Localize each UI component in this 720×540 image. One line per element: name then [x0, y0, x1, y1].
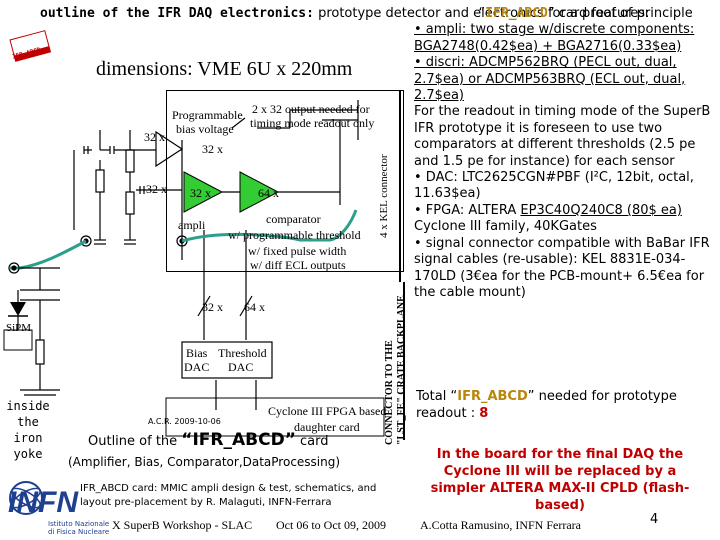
slide-title: outline of the IFR DAQ electronics: prot…: [40, 6, 693, 21]
feature-timing-note: For the readout in timing mode of the Su…: [414, 104, 711, 169]
threshold-dac-label-2: DAC: [228, 360, 254, 374]
features-header: “IFR_ABCD” card features:: [478, 6, 650, 21]
feature-fpga: • FPGA: ALTERA EP3C40Q240C8 (80$ ea) Cyc…: [414, 202, 682, 235]
final-board-note: In the board for the final DAQ the Cyclo…: [430, 447, 690, 513]
inside-iron-yoke-label: inside the iron yoke: [6, 399, 50, 461]
bias-dac-label-2: DAC: [184, 360, 210, 374]
crate-backplane-label: CONNECTOR TO THE "LST_FE" CRATE BACKPLAN…: [384, 295, 407, 445]
footer-author: A.Cotta Ramusino, INFN Ferrara: [420, 518, 581, 532]
fpga-label-2: daughter card: [294, 420, 360, 434]
feature-discri: • discri: ADCMP562BRQ (PECL out, dual, 2…: [414, 55, 686, 104]
card-sticker-icon: [9, 30, 52, 62]
bias-regulator-shape: [155, 130, 184, 168]
dimensions-text: dimensions: VME 6U x 220mm: [96, 58, 353, 80]
sipm-label: SiPM: [6, 322, 32, 334]
comparator-label-2: w/ programmable threshold: [228, 228, 361, 242]
acr-date: A.C.R. 2009-10-06: [148, 417, 221, 426]
comparator-label-4: w/ diff ECL outputs: [250, 258, 346, 272]
fpga-label-1: Cyclone III FPGA based: [268, 404, 387, 418]
infn-logo: [9, 481, 43, 515]
title-bold: outline of the IFR DAQ electronics:: [40, 6, 314, 21]
infn-logo-text: INFN: [8, 486, 78, 519]
feature-ampli: • ampli: two stage w/discrete components…: [414, 22, 695, 54]
comparator-label-3: w/ fixed pulse width: [248, 244, 347, 258]
programmable-label: Programmable: [172, 108, 243, 122]
bias-voltage-label: bias voltage: [176, 122, 234, 136]
feature-connector: • signal connector compatible with BaBar…: [414, 235, 710, 300]
threshold-dac-label-1: Threshold: [218, 346, 267, 360]
comparator-label-1: comparator: [266, 212, 321, 226]
output-note-1: 2 x 32 output needed for: [252, 102, 370, 116]
bias-dac-label-1: Bias: [186, 346, 208, 360]
feature-dac: • DAC: LTC2625CGN#PBF (I²C, 12bit, octal…: [414, 170, 694, 202]
label-32x-c: 32 x: [146, 182, 167, 196]
footer-workshop: X SuperB Workshop - SLAC: [112, 518, 253, 532]
total-count: Total “IFR_ABCD” needed for prototype re…: [416, 389, 677, 421]
sipm-circuit: [8, 262, 60, 396]
fpga-card-frame: [165, 397, 385, 437]
label-64x-a: 64 x: [258, 186, 279, 200]
label-64x-b: 64 x: [244, 300, 265, 314]
schematic-drawing: [3, 30, 405, 440]
output-note-2: timing mode readout only: [250, 116, 375, 130]
sipm-diode-icon: [10, 302, 26, 316]
label-32x-a: 32 x: [144, 130, 165, 144]
card-outline: [166, 90, 404, 272]
label-32x-e: 32 x: [202, 300, 223, 314]
outline-caption: Outline of the “IFR_ABCD” card: [88, 430, 329, 450]
footer-dates: Oct 06 to Oct 09, 2009: [276, 518, 386, 532]
features-text: “IFR_ABCD” card features: • ampli: two s…: [414, 6, 714, 301]
ampli-label: ampli: [178, 218, 206, 232]
label-32x-d: 32 x: [190, 186, 211, 200]
label-32x-b: 32 x: [202, 142, 223, 156]
title-rest: prototype detector and electronics for a…: [313, 6, 693, 21]
signal-cable: [10, 239, 87, 270]
amplifier-shape: [183, 171, 224, 213]
kel-connector-label: 4 x KEL connector: [378, 154, 390, 238]
acronym-caption: (Amplifier, Bias, Comparator,DataProcess…: [68, 455, 341, 469]
page-number: 4: [650, 512, 659, 527]
card-credit-note: IFR_ABCD card: MMIC ampli design & test,…: [80, 483, 377, 508]
